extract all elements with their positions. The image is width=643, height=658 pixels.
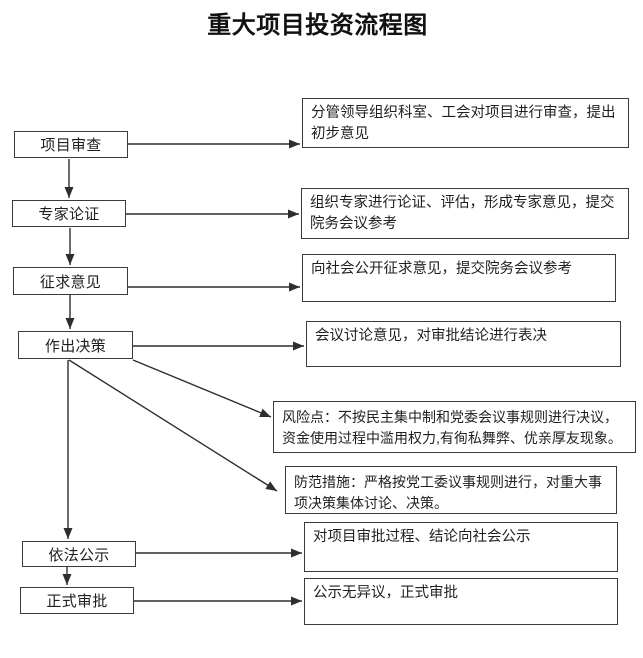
note-solicit-opinions-detail: 向社会公开征求意见，提交院务会议参考: [302, 254, 616, 302]
note-line: 资金使用过程中滥用权力,有徇私舞弊、优亲厚友现象。: [282, 429, 622, 446]
note-formal-approval-detail: 公示无异议，正式审批: [304, 578, 618, 625]
note-prevention-measures: 防范措施：严格按党工委议事规则进行，对重大事 项决策集体讨论、决策。: [285, 466, 617, 514]
note-risk-point: 风险点：不按民主集中制和党委会议事规则进行决议， 资金使用过程中滥用权力,有徇私…: [273, 401, 636, 453]
flow-step-public-notice: 依法公示: [22, 541, 136, 567]
note-line: 会议讨论意见，对审批结论进行表决: [315, 328, 547, 344]
note-line: 初步意见: [311, 125, 369, 142]
note-line: 风险点：不按民主集中制和党委会议事规则进行决议，: [282, 409, 618, 425]
flow-step-expert-review: 专家论证: [12, 200, 126, 227]
arrow-make-decision-to-risk-point: [132, 359, 272, 418]
note-line: 院务会议参考: [310, 215, 397, 232]
note-decision-detail: 会议讨论意见，对审批结论进行表决: [306, 321, 621, 367]
flow-step-formal-approval: 正式审批: [20, 587, 134, 614]
flow-step-project-review: 项目审查: [14, 131, 128, 158]
note-line: 对项目审批过程、结论向社会公示: [313, 529, 531, 545]
note-public-notice-detail: 对项目审批过程、结论向社会公示: [304, 522, 618, 572]
flow-step-solicit-opinions: 征求意见: [13, 267, 128, 295]
note-line: 防范措施：严格按党工委议事规则进行，对重大事: [294, 474, 602, 490]
note-project-review-detail: 分管领导组织科室、工会对项目进行审查，提出 初步意见: [302, 98, 629, 148]
flow-step-make-decision: 作出决策: [18, 331, 133, 359]
note-line: 公示无异议，正式审批: [313, 585, 458, 601]
page-title: 重大项目投资流程图: [207, 13, 428, 39]
note-expert-review-detail: 组织专家进行论证、评估，形成专家意见，提交 院务会议参考: [301, 188, 629, 239]
note-line: 项决策集体讨论、决策。: [294, 494, 448, 511]
note-line: 分管领导组织科室、工会对项目进行审查，提出: [311, 105, 616, 121]
note-line: 向社会公开征求意见，提交院务会议参考: [311, 261, 572, 277]
arrow-make-decision-to-prevention-measures: [68, 359, 278, 492]
note-line: 组织专家进行论证、评估，形成专家意见，提交: [310, 195, 615, 211]
